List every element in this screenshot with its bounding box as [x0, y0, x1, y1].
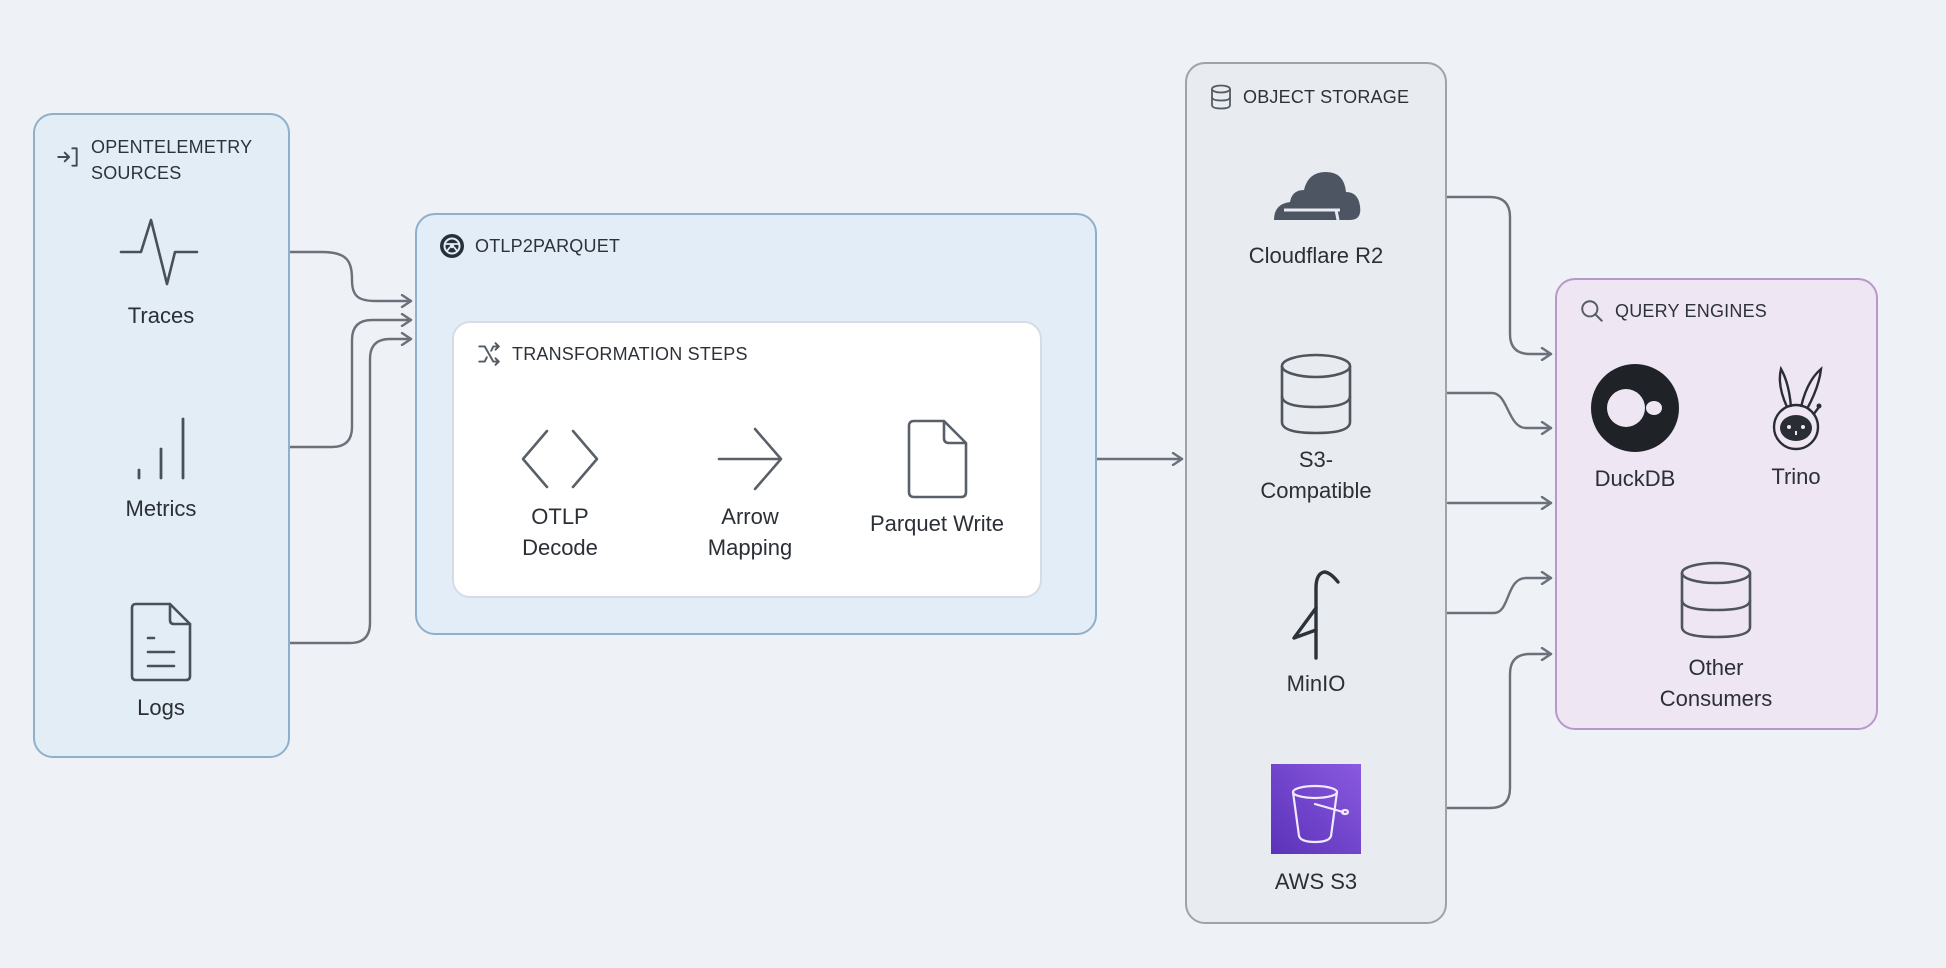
aws-s3-bucket-icon — [1271, 764, 1361, 854]
sources-title-line1: OPENTELEMETRY — [91, 137, 253, 157]
step-arrow-mapping-line1: Arrow — [721, 504, 779, 529]
sources-header: OPENTELEMETRY SOURCES — [55, 134, 252, 186]
storage-minio[interactable]: MinIO — [1236, 568, 1396, 699]
wheel-logo-icon — [440, 234, 464, 258]
object-storage-header: OBJECT STORAGE — [1209, 84, 1409, 110]
storage-s3-compatible-line2: Compatible — [1260, 478, 1372, 503]
database-cylinder-icon — [1280, 353, 1352, 435]
source-metrics[interactable]: Metrics — [91, 415, 231, 524]
query-trino[interactable]: Trino — [1736, 365, 1856, 492]
trino-bunny-icon — [1772, 365, 1823, 451]
duckdb-logo-icon — [1591, 364, 1679, 452]
minio-bird-icon — [1292, 570, 1340, 660]
source-traces[interactable]: Traces — [91, 212, 231, 331]
query-duckdb-label: DuckDB — [1594, 466, 1676, 491]
query-trino-label: Trino — [1771, 464, 1821, 489]
source-logs[interactable]: Logs — [91, 600, 231, 723]
query-other-consumers[interactable]: Other Consumers — [1636, 560, 1796, 714]
database-icon — [1211, 84, 1231, 110]
step-parquet-write[interactable]: Parquet Write — [862, 418, 1012, 539]
step-otlp-decode-line2: Decode — [522, 535, 598, 560]
file-icon — [907, 419, 968, 499]
storage-s3-compatible[interactable]: S3- Compatible — [1236, 352, 1396, 506]
otlp2parquet-header: OTLP2PARQUET — [439, 233, 620, 259]
source-traces-label: Traces — [127, 303, 195, 328]
storage-cloudflare-r2[interactable]: Cloudflare R2 — [1236, 170, 1396, 271]
query-other-consumers-line2: Consumers — [1659, 686, 1773, 711]
object-storage-title: OBJECT STORAGE — [1243, 86, 1410, 107]
otlp2parquet-title: OTLP2PARQUET — [475, 235, 621, 256]
step-parquet-write-label: Parquet Write — [869, 511, 1005, 536]
database-cylinder-icon — [1680, 561, 1752, 639]
query-engines-title: QUERY ENGINES — [1615, 300, 1767, 321]
storage-cloudflare-r2-label: Cloudflare R2 — [1248, 243, 1384, 268]
cloudflare-cloud-icon — [1274, 172, 1361, 221]
source-logs-label: Logs — [137, 695, 185, 720]
document-icon — [130, 602, 192, 682]
step-otlp-decode[interactable]: OTLP Decode — [500, 425, 620, 563]
storage-aws-s3[interactable]: AWS S3 — [1236, 764, 1396, 897]
chevron-right-icon — [717, 427, 783, 491]
code-brackets-icon — [521, 429, 599, 489]
pulse-icon — [119, 218, 199, 286]
login-arrow-icon — [57, 147, 78, 167]
step-arrow-mapping-line2: Mapping — [707, 535, 793, 560]
step-otlp-decode-line1: OTLP — [531, 504, 589, 529]
storage-s3-compatible-line1: S3- — [1298, 447, 1334, 472]
step-arrow-mapping[interactable]: Arrow Mapping — [690, 425, 810, 563]
search-icon — [1581, 300, 1603, 322]
query-duckdb[interactable]: DuckDB — [1575, 363, 1695, 494]
bar-signal-icon — [137, 417, 185, 480]
sources-panel: OPENTELEMETRY SOURCES — [33, 113, 290, 758]
shuffle-icon — [478, 342, 500, 366]
query-engines-panel: QUERY ENGINES — [1555, 278, 1878, 730]
query-engines-header: QUERY ENGINES — [1579, 298, 1767, 324]
storage-minio-label: MinIO — [1286, 671, 1346, 696]
transformation-steps-header: TRANSFORMATION STEPS — [476, 341, 748, 367]
source-metrics-label: Metrics — [125, 496, 197, 521]
sources-title-line2: SOURCES — [91, 163, 182, 183]
storage-aws-s3-label: AWS S3 — [1274, 869, 1358, 894]
transformation-steps-title: TRANSFORMATION STEPS — [512, 343, 748, 364]
query-other-consumers-line1: Other — [1688, 655, 1744, 680]
